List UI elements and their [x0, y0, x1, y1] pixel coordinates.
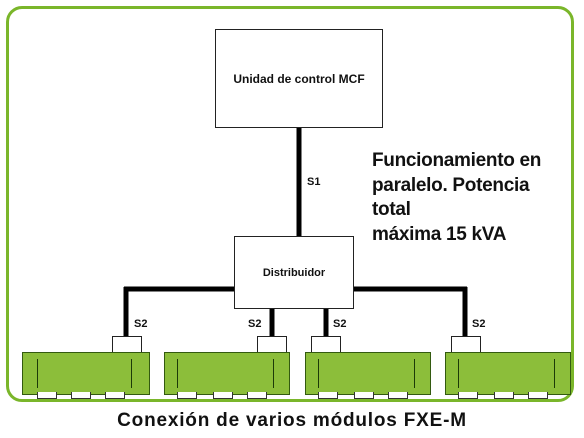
s2-label-4: S2: [472, 318, 486, 330]
fxe-module-3: [305, 352, 431, 399]
diagram-frame: [6, 6, 574, 402]
module-connector-4: [451, 336, 481, 353]
control-unit-box: Unidad de control MCF: [215, 29, 383, 128]
distributor-box: Distribuidor: [234, 236, 354, 309]
distributor-label: Distribuidor: [262, 266, 326, 279]
parallel-operation-note: Funcionamiento en paralelo. Potencia tot…: [372, 150, 542, 246]
fxe-module-4: [445, 352, 571, 399]
control-unit-label: Unidad de control MCF: [233, 71, 365, 86]
module-connector-3: [311, 336, 341, 353]
diagram-caption: Conexión de varios módulos FXE-M: [117, 410, 467, 431]
s2-label-3: S2: [333, 318, 347, 330]
fxe-module-1: [22, 352, 150, 399]
s2-label-1: S2: [134, 318, 148, 330]
s1-label: S1: [307, 176, 321, 188]
fxe-module-2: [164, 352, 290, 399]
s2-label-2: S2: [248, 318, 262, 330]
module-connector-2: [257, 336, 287, 353]
module-connector-1: [112, 336, 142, 353]
